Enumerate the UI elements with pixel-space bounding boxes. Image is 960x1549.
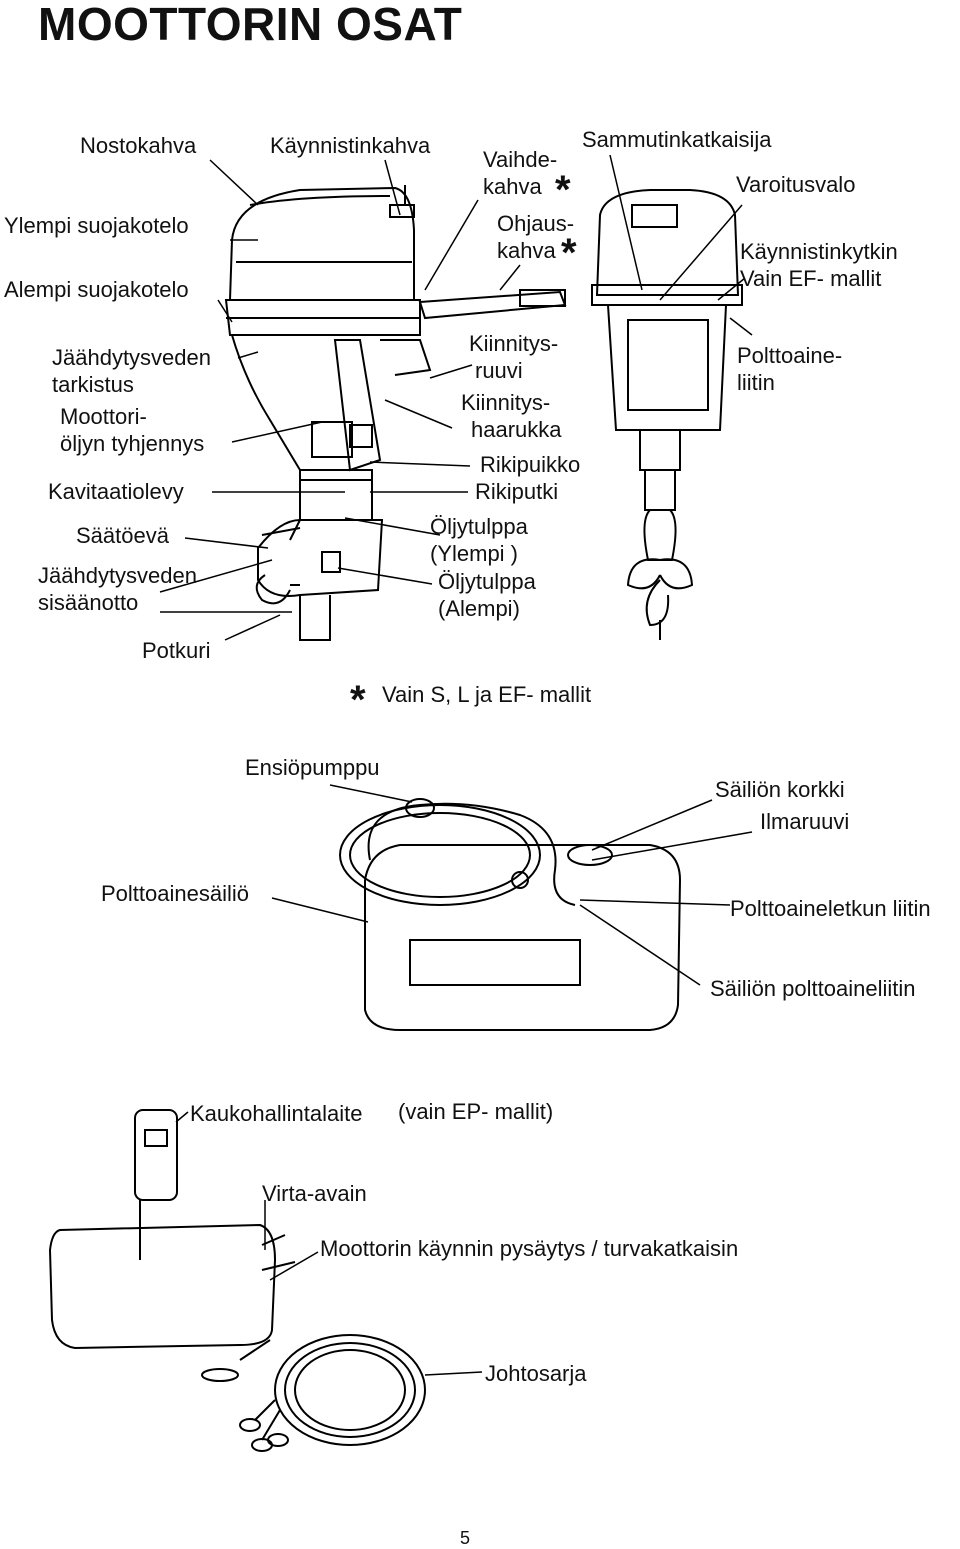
label-ensiopumppu: Ensiöpumppu bbox=[245, 755, 380, 780]
label-saatoeva: Säätöevä bbox=[76, 523, 169, 548]
label-virta-avain: Virta-avain bbox=[262, 1181, 367, 1206]
label-jaahdytysveden-sisaanotto-1: Jäähdytysveden bbox=[38, 563, 197, 588]
engine-leader-lines bbox=[159, 154, 753, 641]
label-johtosarja: Johtosarja bbox=[485, 1361, 587, 1386]
label-sammutinkatkaisija: Sammutinkatkaisija bbox=[582, 127, 772, 152]
label-kiinnityshaarukka-2: haarukka bbox=[471, 417, 562, 442]
fuel-tank-drawing bbox=[339, 798, 681, 1031]
label-polttoainesailio: Polttoainesäiliö bbox=[101, 881, 249, 906]
label-oljytulppa-ylempi-1: Öljytulppa bbox=[430, 514, 528, 539]
outboard-front-drawing bbox=[591, 189, 743, 640]
label-nostokahva: Nostokahva bbox=[80, 133, 197, 158]
label-sailion-polttoaineliitin: Säiliön polttoaineliitin bbox=[710, 976, 916, 1001]
label-ohjauskahva-2: kahva bbox=[497, 238, 556, 263]
label-varoitusvalo: Varoitusvalo bbox=[736, 172, 856, 197]
remote-leader-lines bbox=[175, 1111, 483, 1376]
label-ylempi-suojakotelo: Ylempi suojakotelo bbox=[4, 213, 189, 238]
asterisk-ohjauskahva: * bbox=[561, 231, 577, 275]
label-vain-ep: (vain EP- mallit) bbox=[398, 1099, 554, 1124]
label-polttoaineliitin-1: Polttoaine- bbox=[737, 343, 843, 368]
label-polttoaineliitin-2: liitin bbox=[737, 370, 775, 395]
label-kaynnistinkahva: Käynnistinkahva bbox=[270, 133, 431, 158]
label-moottorioljyn-2: öljyn tyhjennys bbox=[60, 431, 205, 456]
label-jaahdytysveden-tarkistus-1: Jäähdytysveden bbox=[52, 345, 211, 370]
label-polttoaineletkun-liitin: Polttoaineletkun liitin bbox=[730, 896, 931, 921]
label-kaynnistinkytkin-2: Vain EF- mallit bbox=[740, 266, 882, 291]
label-oljytulppa-alempi-2: (Alempi) bbox=[438, 596, 520, 621]
page-number: 5 bbox=[460, 1528, 471, 1548]
footnote-asterisk: * bbox=[350, 678, 366, 722]
label-oljytulppa-ylempi-2: (Ylempi ) bbox=[430, 541, 519, 566]
label-ilmaruuvi: Ilmaruuvi bbox=[760, 809, 850, 834]
label-kavitaatiolevy: Kavitaatiolevy bbox=[48, 479, 184, 504]
label-kiinnityshaarukka-1: Kiinnitys- bbox=[461, 390, 551, 415]
tank-leader-lines bbox=[271, 784, 753, 986]
asterisk-vaihdekahva: * bbox=[555, 168, 571, 212]
label-vaihdekahva-2: kahva bbox=[483, 174, 542, 199]
label-potkuri: Potkuri bbox=[142, 638, 211, 663]
footnote-text: Vain S, L ja EF- mallit bbox=[382, 682, 592, 707]
label-kaynnistinkytkin-1: Käynnistinkytkin bbox=[740, 239, 898, 264]
label-jaahdytysveden-sisaanotto-2: sisäänotto bbox=[38, 590, 139, 615]
label-jaahdytysveden-tarkistus-2: tarkistus bbox=[52, 372, 134, 397]
outboard-side-drawing bbox=[224, 185, 567, 641]
page-title: MOOTTORIN OSAT bbox=[38, 0, 463, 50]
label-alempi-suojakotelo: Alempi suojakotelo bbox=[4, 277, 189, 302]
label-rikiputki: Rikiputki bbox=[475, 479, 559, 504]
label-moottorioljyn-1: Moottori- bbox=[60, 404, 147, 429]
label-kiinnitysruuvi-1: Kiinnitys- bbox=[469, 331, 559, 356]
remote-control-drawing bbox=[48, 1109, 426, 1452]
label-pysaytys: Moottorin käynnin pysäytys / turvakatkai… bbox=[320, 1236, 739, 1261]
label-kaukohallintalaite: Kaukohallintalaite bbox=[190, 1101, 363, 1126]
label-kiinnitysruuvi-2: ruuvi bbox=[475, 358, 523, 383]
label-vaihdekahva-1: Vaihde- bbox=[483, 147, 558, 172]
label-rikipuikko: Rikipuikko bbox=[480, 452, 581, 477]
label-ohjauskahva-1: Ohjaus- bbox=[497, 211, 575, 236]
label-oljytulppa-alempi-1: Öljytulppa bbox=[438, 569, 536, 594]
label-sailion-korkki: Säiliön korkki bbox=[715, 777, 845, 802]
